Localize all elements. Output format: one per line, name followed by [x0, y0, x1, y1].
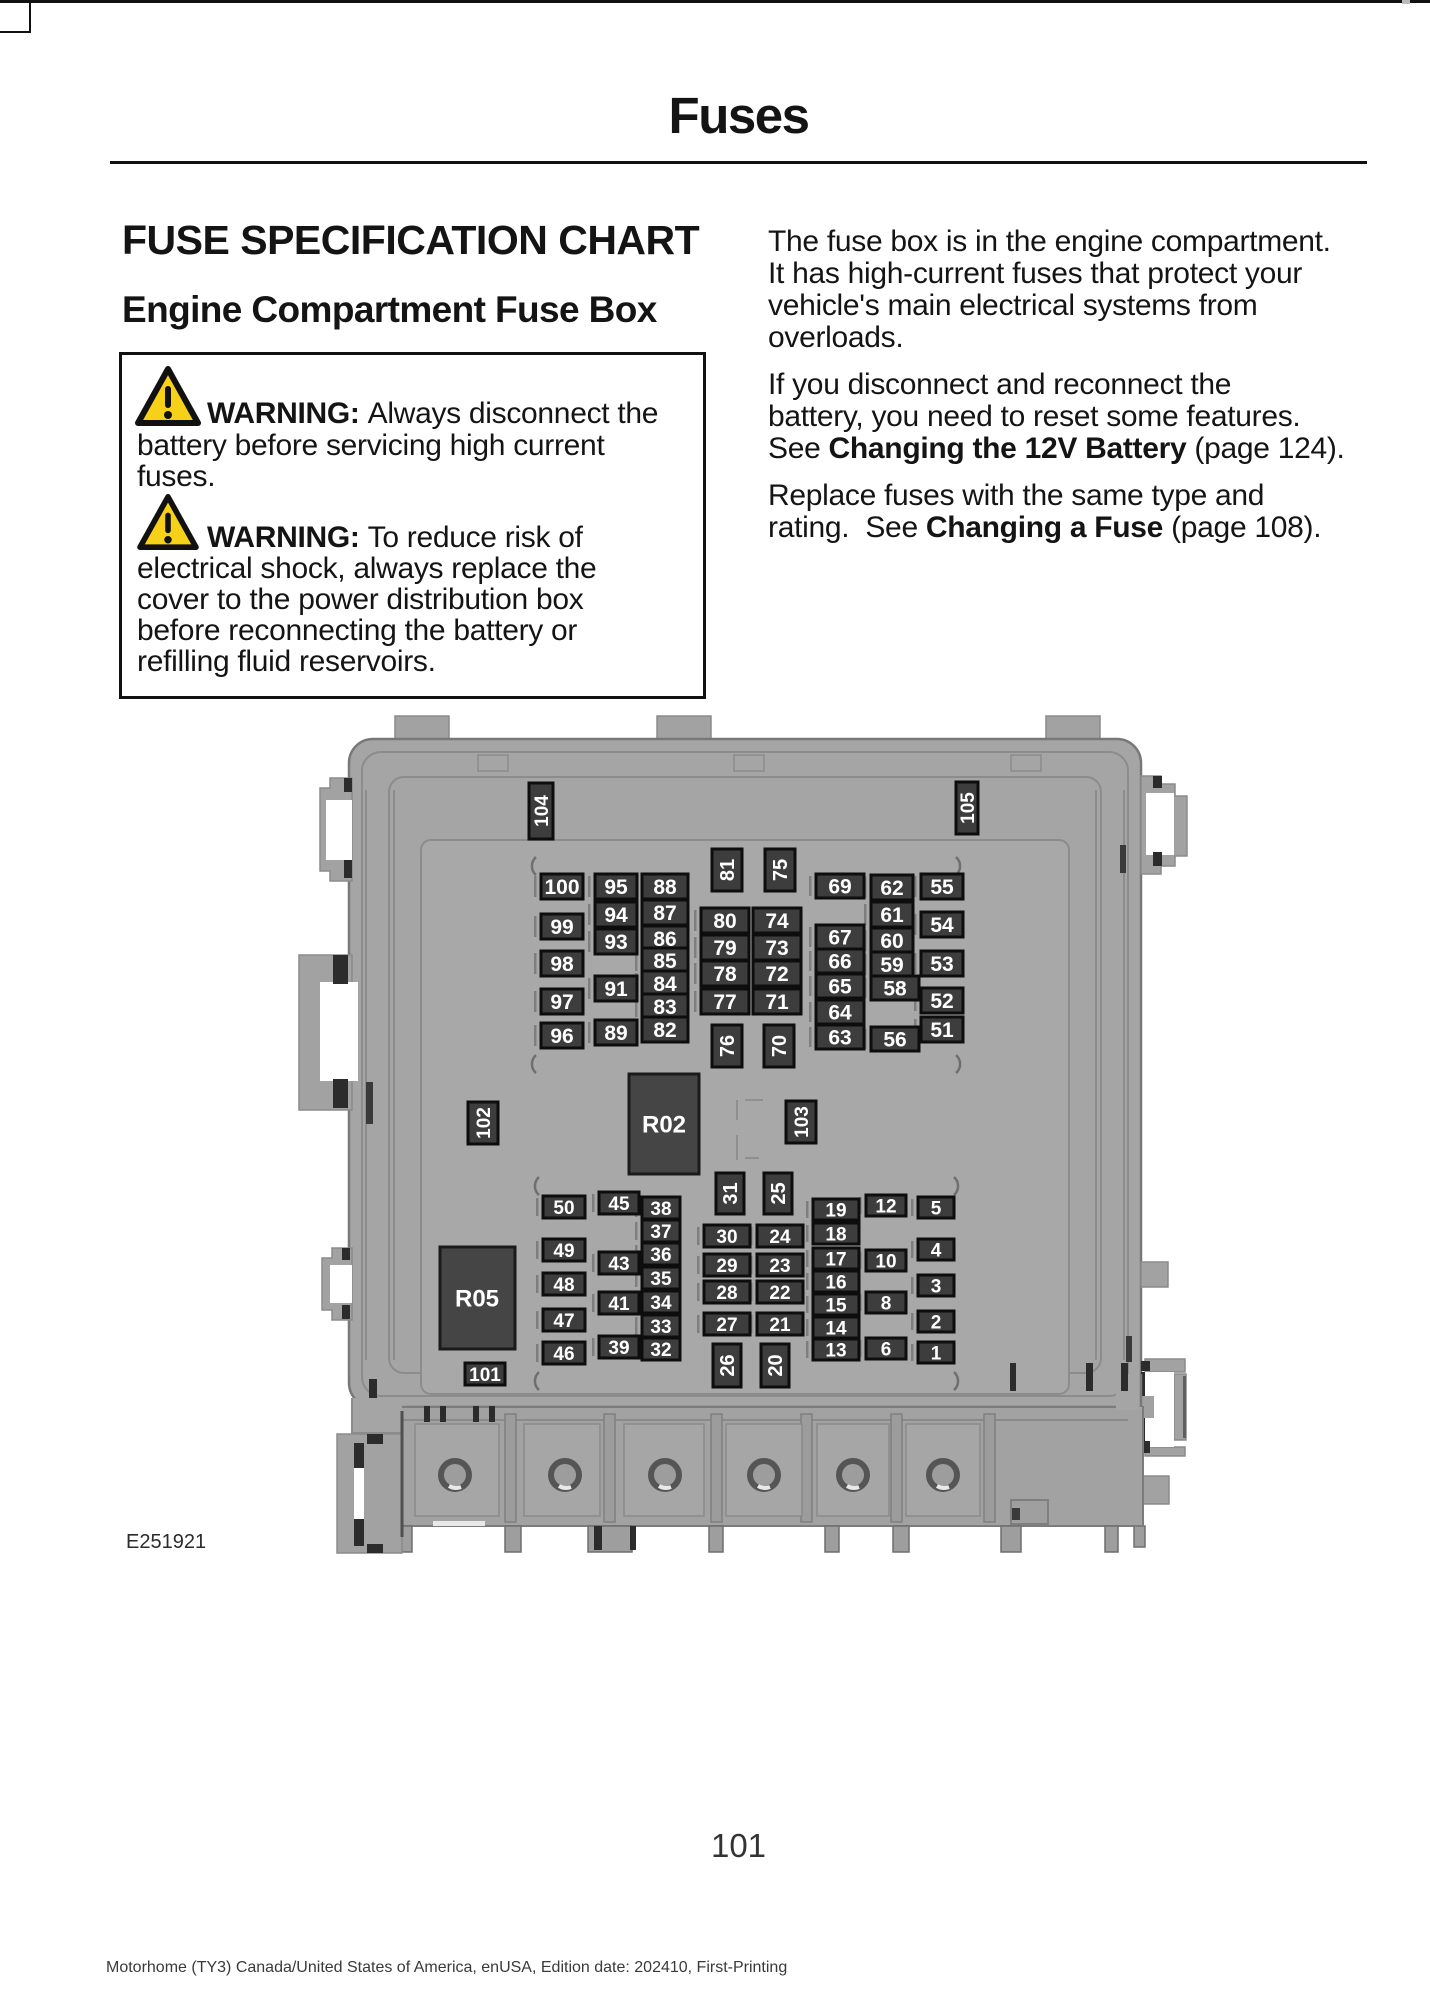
svg-text:17: 17	[825, 1249, 846, 1270]
svg-text:80: 80	[713, 910, 736, 933]
svg-text:52: 52	[930, 990, 953, 1013]
svg-text:35: 35	[650, 1269, 672, 1290]
svg-text:32: 32	[650, 1340, 671, 1361]
svg-text:34: 34	[650, 1293, 672, 1314]
svg-text:53: 53	[930, 953, 953, 976]
svg-text:45: 45	[608, 1194, 630, 1215]
svg-text:47: 47	[553, 1311, 574, 1332]
svg-text:59: 59	[880, 954, 903, 977]
svg-text:88: 88	[653, 876, 677, 899]
svg-text:49: 49	[553, 1241, 574, 1262]
svg-text:87: 87	[653, 902, 676, 925]
svg-text:20: 20	[765, 1354, 787, 1376]
svg-text:37: 37	[650, 1222, 671, 1243]
svg-text:60: 60	[880, 930, 903, 953]
svg-text:104: 104	[532, 795, 553, 827]
svg-text:95: 95	[604, 876, 628, 899]
svg-text:29: 29	[716, 1256, 737, 1277]
svg-text:25: 25	[768, 1182, 790, 1204]
svg-text:19: 19	[825, 1200, 846, 1221]
svg-text:100: 100	[544, 876, 579, 899]
svg-text:38: 38	[650, 1199, 671, 1220]
svg-text:91: 91	[604, 978, 628, 1001]
svg-text:1: 1	[931, 1343, 942, 1364]
svg-text:2: 2	[931, 1312, 942, 1333]
svg-text:94: 94	[604, 904, 628, 927]
svg-text:98: 98	[550, 953, 574, 976]
svg-text:74: 74	[765, 910, 789, 933]
svg-text:43: 43	[608, 1254, 629, 1275]
svg-text:99: 99	[550, 916, 573, 939]
svg-text:21: 21	[769, 1315, 791, 1336]
svg-text:8: 8	[881, 1293, 892, 1314]
svg-text:75: 75	[770, 859, 792, 881]
svg-text:101: 101	[469, 1365, 501, 1386]
svg-text:70: 70	[769, 1035, 791, 1057]
svg-text:15: 15	[825, 1295, 847, 1316]
svg-text:96: 96	[550, 1025, 573, 1048]
svg-text:89: 89	[604, 1022, 627, 1045]
svg-text:50: 50	[553, 1198, 574, 1219]
svg-text:3: 3	[931, 1276, 942, 1297]
svg-text:31: 31	[720, 1182, 742, 1204]
svg-text:R02: R02	[642, 1112, 686, 1139]
svg-text:63: 63	[828, 1027, 851, 1050]
svg-text:51: 51	[930, 1019, 954, 1042]
svg-text:54: 54	[930, 914, 954, 937]
svg-text:48: 48	[553, 1275, 574, 1296]
svg-text:78: 78	[713, 963, 737, 986]
svg-text:22: 22	[769, 1283, 790, 1304]
svg-text:85: 85	[653, 950, 677, 973]
svg-text:12: 12	[875, 1196, 896, 1217]
svg-text:26: 26	[717, 1354, 739, 1376]
svg-text:27: 27	[716, 1315, 737, 1336]
svg-text:36: 36	[650, 1245, 671, 1266]
svg-text:97: 97	[550, 991, 573, 1014]
svg-text:67: 67	[828, 927, 851, 950]
svg-text:86: 86	[653, 928, 676, 951]
svg-text:39: 39	[608, 1338, 629, 1359]
svg-text:4: 4	[931, 1240, 942, 1261]
svg-text:33: 33	[650, 1317, 671, 1338]
svg-text:23: 23	[769, 1256, 790, 1277]
svg-text:72: 72	[765, 963, 788, 986]
svg-text:69: 69	[828, 876, 851, 899]
svg-text:30: 30	[716, 1227, 737, 1248]
svg-text:103: 103	[792, 1106, 813, 1138]
svg-text:10: 10	[875, 1251, 896, 1272]
svg-text:61: 61	[880, 904, 904, 927]
svg-text:77: 77	[713, 991, 736, 1014]
svg-text:73: 73	[765, 937, 788, 960]
svg-text:16: 16	[825, 1272, 846, 1293]
svg-text:R05: R05	[455, 1286, 499, 1313]
svg-text:83: 83	[653, 996, 676, 1019]
svg-text:5: 5	[931, 1198, 942, 1219]
svg-text:28: 28	[716, 1283, 737, 1304]
svg-text:58: 58	[883, 978, 907, 1001]
svg-text:13: 13	[825, 1340, 846, 1361]
svg-text:62: 62	[880, 877, 903, 900]
svg-text:105: 105	[958, 792, 979, 824]
svg-text:18: 18	[825, 1224, 846, 1245]
svg-text:76: 76	[717, 1035, 739, 1057]
svg-text:84: 84	[653, 973, 677, 996]
svg-text:82: 82	[653, 1019, 676, 1042]
svg-text:24: 24	[769, 1227, 791, 1248]
svg-text:41: 41	[608, 1294, 630, 1315]
svg-text:81: 81	[717, 859, 739, 881]
svg-text:64: 64	[828, 1002, 852, 1025]
svg-text:6: 6	[881, 1339, 892, 1360]
svg-text:79: 79	[713, 937, 736, 960]
svg-text:65: 65	[828, 976, 852, 999]
svg-text:66: 66	[828, 951, 851, 974]
svg-text:46: 46	[553, 1344, 574, 1365]
svg-text:55: 55	[930, 876, 954, 899]
svg-text:93: 93	[604, 931, 627, 954]
svg-text:102: 102	[474, 1107, 495, 1139]
svg-text:56: 56	[883, 1029, 906, 1052]
svg-text:71: 71	[765, 991, 789, 1014]
svg-text:14: 14	[825, 1318, 847, 1339]
